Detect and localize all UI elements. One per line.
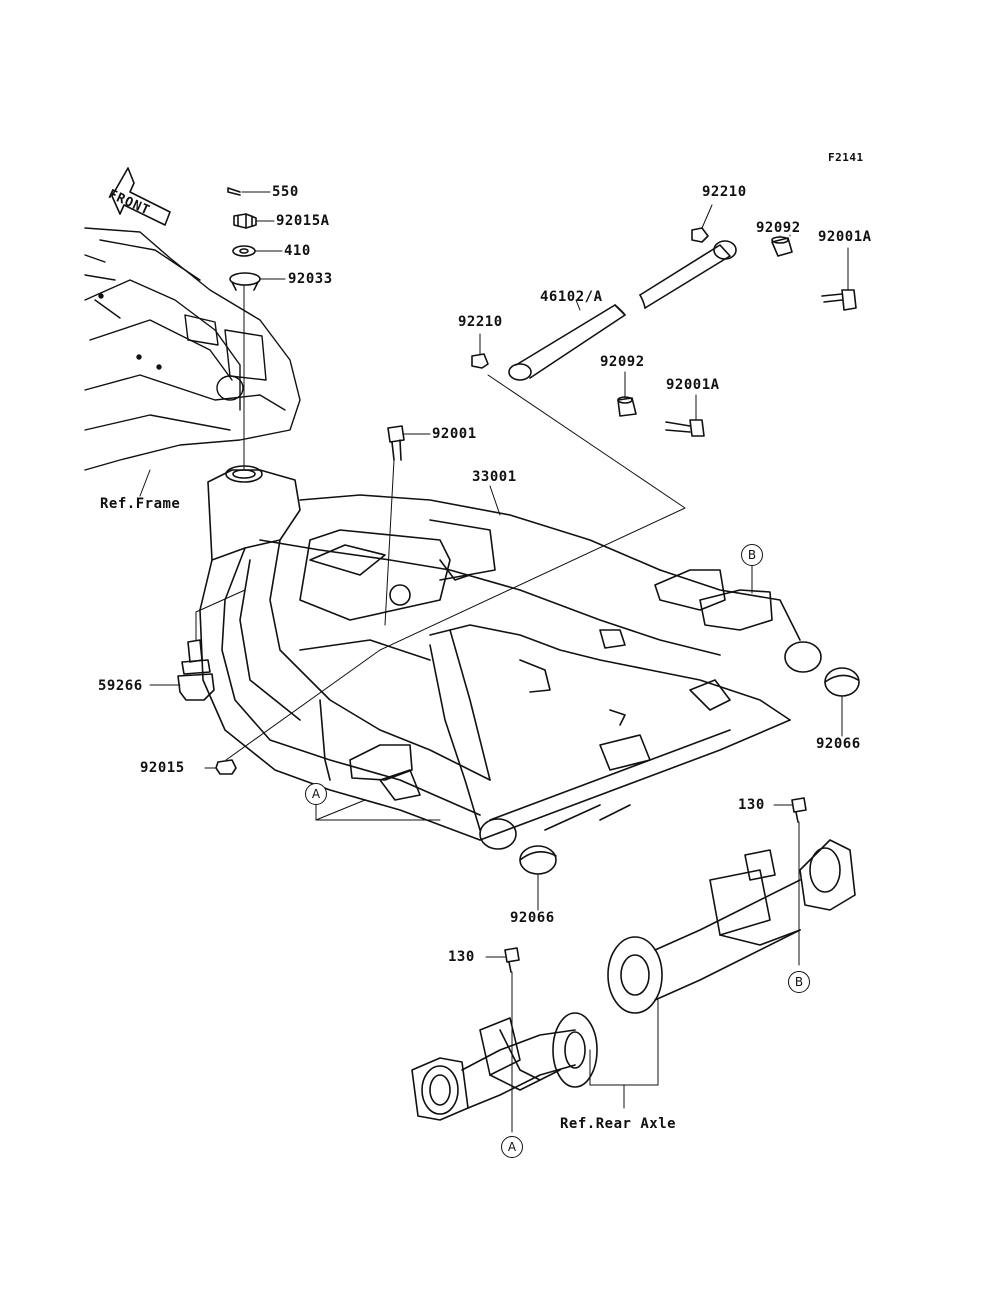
part-label-130-left: 130	[448, 949, 475, 965]
part-label-92066-bottom: 92066	[510, 910, 555, 926]
circlip-icon	[229, 272, 261, 291]
part-label-46102a: 46102/A	[540, 289, 603, 305]
ref-frame-drawing	[84, 227, 301, 471]
part-label-33001: 33001	[472, 469, 517, 485]
front-arrow-icon	[111, 167, 171, 226]
part-label-92210-top: 92210	[702, 184, 747, 200]
part-label-130-right: 130	[738, 797, 765, 813]
washer-icon	[232, 245, 256, 257]
cotter-pin-icon	[227, 187, 241, 196]
ref-rear-axle-drawing	[411, 839, 856, 1121]
bolt-92001	[387, 425, 405, 461]
bolt-130-left	[504, 947, 520, 973]
torque-link-46102	[508, 240, 737, 381]
part-label-92092-mid: 92092	[600, 354, 645, 370]
bolt-92001A-top	[821, 289, 857, 311]
ref-rear-axle-label: Ref.Rear Axle	[560, 1116, 677, 1132]
castle-nut-icon	[233, 213, 257, 229]
bolt-92001A-mid	[665, 419, 705, 437]
part-label-92001a-mid: 92001A	[666, 377, 720, 393]
nut-92210-top	[691, 227, 709, 243]
end-cap-92066-bottom	[519, 845, 557, 875]
part-label-410: 410	[284, 243, 311, 259]
part-label-92001a-top: 92001A	[818, 229, 872, 245]
marker-a-axle: A	[501, 1136, 523, 1158]
bolt-130-right	[791, 797, 807, 823]
bump-stop-59266	[177, 639, 215, 701]
part-label-92015a: 92015A	[276, 213, 330, 229]
part-label-59266: 59266	[98, 678, 143, 694]
leader-lines	[139, 191, 849, 1133]
marker-a-frame: A	[305, 783, 327, 805]
part-label-92033: 92033	[288, 271, 333, 287]
part-label-92210-left: 92210	[458, 314, 503, 330]
bushing-92092-mid	[617, 396, 637, 417]
part-label-92001: 92001	[432, 426, 477, 442]
nut-92210-left	[471, 353, 489, 369]
diagram-code: F2141	[828, 151, 864, 164]
ref-frame-label: Ref.Frame	[100, 496, 181, 512]
marker-b-axle: B	[788, 971, 810, 993]
part-label-92066-right: 92066	[816, 736, 861, 752]
swingarm-33001	[199, 465, 822, 850]
part-label-550: 550	[272, 184, 299, 200]
part-label-92015: 92015	[140, 760, 185, 776]
bushing-92092-top	[771, 236, 793, 257]
nut-92015	[215, 759, 237, 775]
marker-b-frame: B	[741, 544, 763, 566]
end-cap-92066-right	[824, 667, 860, 697]
part-label-92092-top: 92092	[756, 220, 801, 236]
